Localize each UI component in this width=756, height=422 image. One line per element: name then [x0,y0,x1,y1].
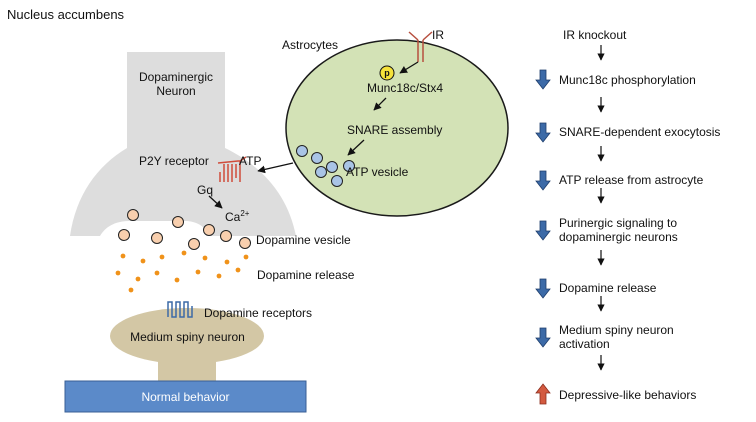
ir-label: IR [432,28,444,42]
p2y-receptor-label: P2Y receptor [139,154,209,168]
flow-step-msn-activation: Medium spiny neuron activation [559,323,674,351]
dopamine-vesicles [118,209,251,250]
munc18c-stx4-label: Munc18c/Stx4 [367,81,444,95]
dopamine-receptor-icon [167,301,193,318]
snare-to-vesicle-arrow [347,139,365,156]
flow-step-ir-knockout: IR knockout [563,28,627,42]
medium-spiny-neuron-label: Medium spiny neuron [130,330,245,344]
flow-step-atp-release: ATP release from astrocyte [559,173,704,187]
phospho-badge-label: p [384,68,390,78]
up-arrow-icon [535,383,551,405]
dopamine-release-dots [115,250,249,293]
dopaminergic-neuron-label: Dopaminergic Neuron [138,70,214,98]
p2y-receptor-icon [217,156,247,182]
dopamine-vesicle-label: Dopamine vesicle [256,233,351,247]
flow-step-depressive-behaviors: Depressive-like behaviors [559,388,697,402]
astrocytes-label: Astrocytes [282,38,339,52]
normal-behavior-label: Normal behavior [141,390,230,404]
calcium-label: Ca2+ [225,209,250,224]
gq-label: Gq [197,183,214,197]
flow-step-dopamine-release: Dopamine release [559,281,657,295]
page-title: Nucleus accumbens [7,7,125,22]
dopaminergic-neuron-shape [70,52,296,236]
ir-to-munc-arrow [399,61,419,74]
flow-step-munc18c-phosphorylation: Munc18c phosphorylation [559,73,696,87]
down-arrow-icon [535,69,551,348]
snare-assembly-label: SNARE assembly [347,123,443,137]
gq-to-ca-arrow [208,195,223,209]
atp-label: ATP [239,154,262,168]
atp-vesicle-label: ATP vesicle [346,165,409,179]
insulin-receptor-icon [408,31,433,62]
medium-spiny-neuron-shape [110,308,264,364]
flow-step-snare-exocytosis: SNARE-dependent exocytosis [559,125,721,139]
munc-to-snare-arrow [373,97,387,111]
normal-behavior-bar [64,380,307,413]
atp-release-arrow [257,162,294,174]
astrocyte-cell [285,39,509,217]
dopamine-receptors-label: Dopamine receptors [204,306,313,320]
dopamine-release-label: Dopamine release [257,268,355,282]
atp-vesicles [296,145,355,187]
phospho-badge [379,65,395,81]
flow-step-purinergic-signaling: Purinergic signaling to dopaminergic neu… [559,216,678,244]
